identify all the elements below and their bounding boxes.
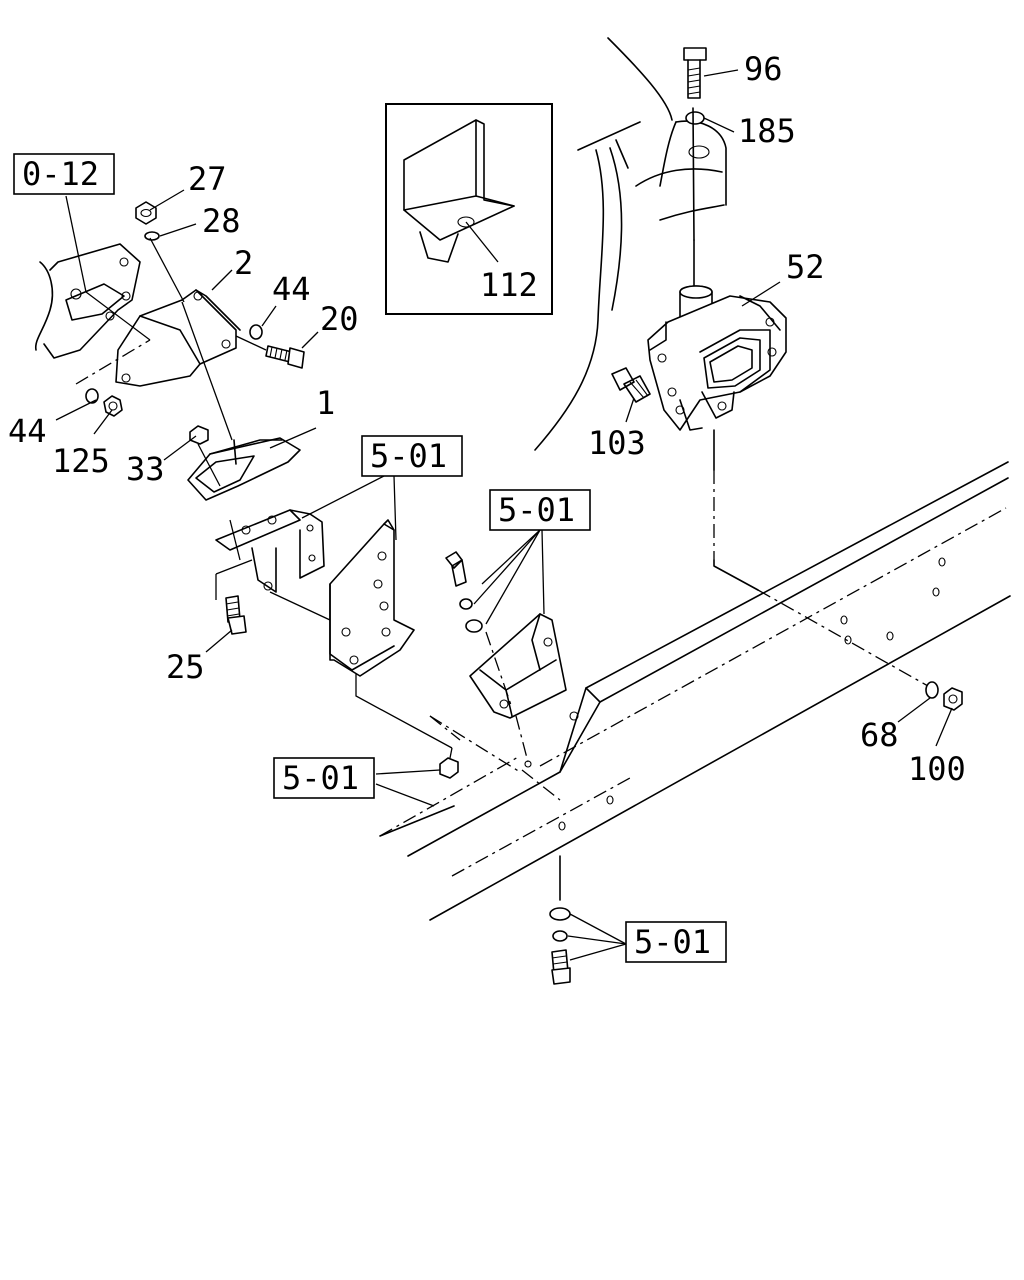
reference-label-5-01-c: 5-01	[282, 759, 359, 797]
part-number-185: 185	[738, 112, 796, 150]
part-number-125: 125	[52, 442, 110, 480]
part-number-112: 112	[480, 266, 538, 304]
reference-box-5-01-c[interactable]: 5-01	[273, 757, 375, 799]
engine-mount-52	[647, 285, 787, 591]
part-number-20: 20	[320, 300, 359, 338]
part-number-33: 33	[126, 450, 165, 488]
bolt-20	[235, 335, 305, 369]
reference-box-0-12[interactable]: 0-12	[13, 153, 115, 195]
part-number-28: 28	[202, 202, 241, 240]
part-number-44-upper: 44	[272, 270, 311, 308]
nut-lower-left	[439, 747, 459, 779]
bracket-1	[181, 301, 301, 501]
part-number-1: 1	[316, 384, 335, 422]
bracket-2	[75, 289, 241, 387]
washer-44-lower	[85, 388, 99, 404]
bolt-103	[611, 367, 651, 403]
reference-label-0-12: 0-12	[22, 155, 99, 193]
nut-27	[135, 201, 157, 225]
frame-bracket-right	[445, 529, 567, 768]
reference-label-5-01-a: 5-01	[370, 437, 447, 475]
washer-68	[925, 681, 939, 699]
part-number-25: 25	[166, 648, 205, 686]
washer-44-upper	[249, 324, 263, 340]
part-number-2: 2	[234, 244, 253, 282]
bolt-25	[225, 595, 247, 635]
nut-100	[943, 687, 963, 711]
nut-33	[189, 425, 221, 487]
part-number-27: 27	[188, 160, 227, 198]
part-number-100: 100	[908, 750, 966, 788]
transmission-housing	[534, 37, 727, 451]
leader-lines	[55, 69, 953, 961]
part-number-96: 96	[744, 50, 783, 88]
reference-label-5-01-b: 5-01	[498, 491, 575, 529]
reference-box-5-01-b[interactable]: 5-01	[489, 489, 591, 531]
lower-plate	[215, 509, 331, 621]
nut-125	[103, 395, 123, 417]
reference-label-5-01-d: 5-01	[634, 923, 711, 961]
reference-box-5-01-d[interactable]: 5-01	[625, 921, 727, 963]
reference-box-5-01-a[interactable]: 5-01	[361, 435, 463, 477]
part-number-44-lower: 44	[8, 412, 47, 450]
chassis-frame-rail	[379, 461, 1011, 921]
frame-bracket-middle	[301, 475, 453, 749]
part-number-103: 103	[588, 424, 646, 462]
bolt-96	[683, 47, 707, 291]
part-number-68: 68	[860, 716, 899, 754]
bracket-left-housing	[34, 195, 141, 359]
part-number-52: 52	[786, 248, 825, 286]
washer-28	[144, 231, 185, 303]
bottom-bolt-stack	[549, 855, 571, 985]
inset-detail-112	[385, 103, 553, 315]
